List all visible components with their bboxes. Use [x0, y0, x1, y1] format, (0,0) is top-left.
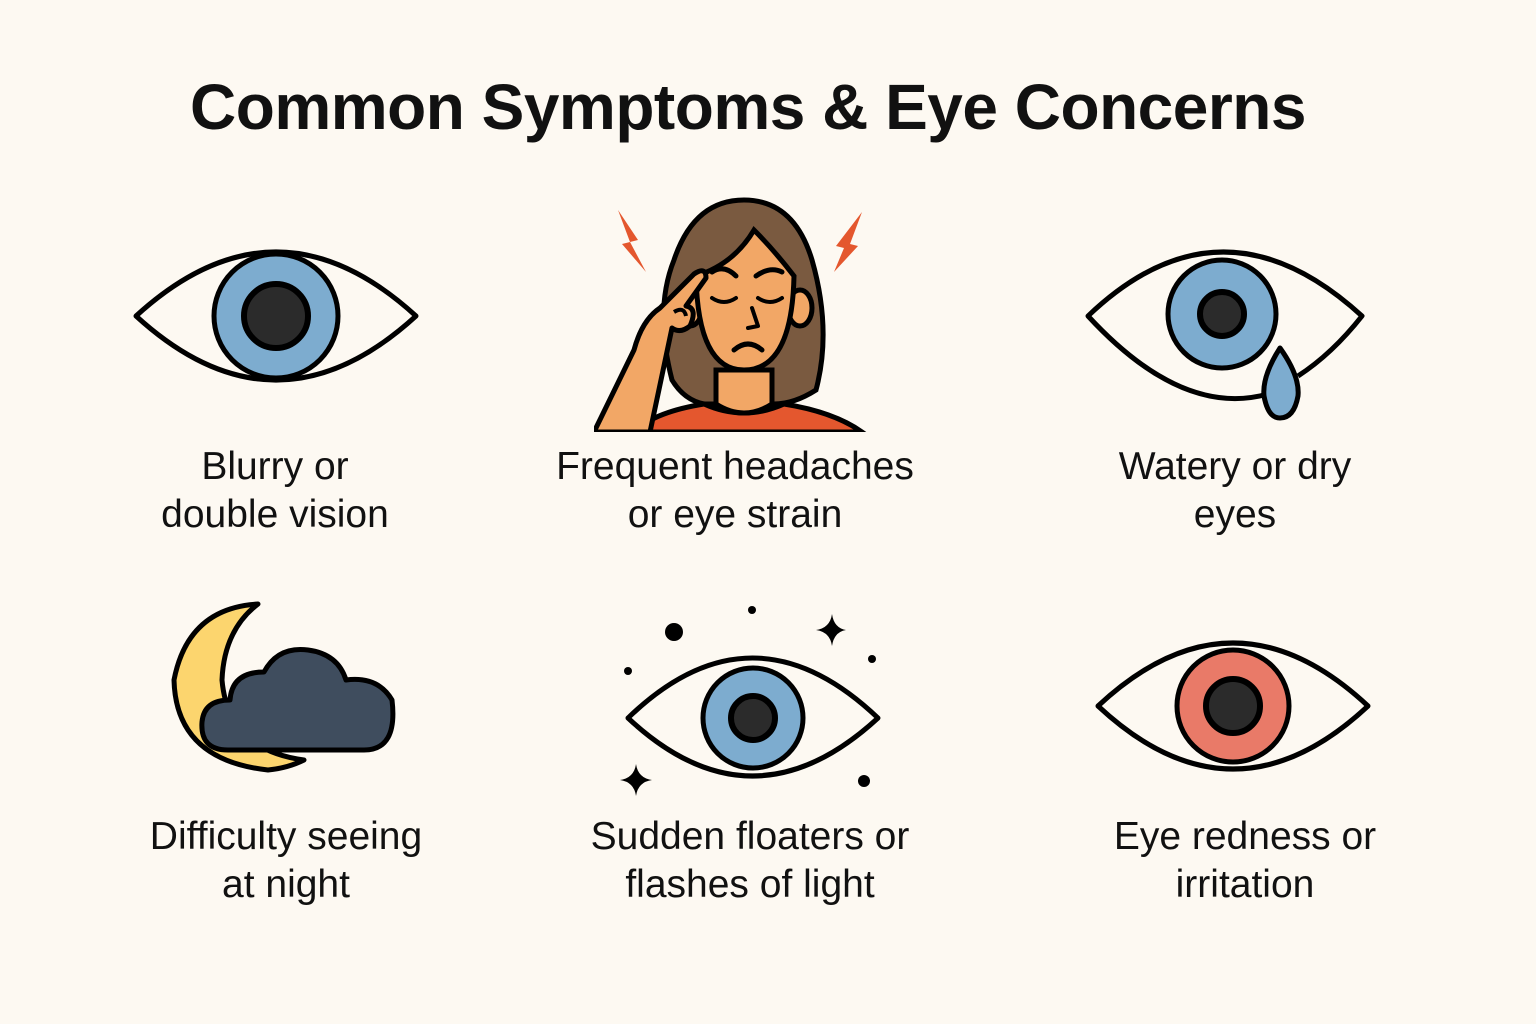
- tear-drop-icon: [1261, 345, 1301, 421]
- floater-dot-icon: [748, 606, 756, 614]
- headache-person-icon: [591, 190, 874, 437]
- cloud-icon: [199, 646, 396, 753]
- symptom-label: Eye redness or irritation: [1113, 815, 1377, 906]
- symptom-label: Watery or dry eyes: [1118, 445, 1352, 536]
- sparkle-icon: [620, 764, 652, 796]
- symptom-label: Sudden floaters or flashes of light: [590, 815, 910, 906]
- symptom-label: Blurry or double vision: [161, 445, 389, 536]
- moon-cloud-icon: [168, 600, 400, 781]
- eye-sparkles-icon: [610, 598, 890, 813]
- floater-dot-icon: [624, 667, 632, 675]
- teary-eye-icon: [1082, 228, 1368, 433]
- floater-dot-icon: [665, 623, 683, 641]
- floater-dot-icon: [858, 775, 870, 787]
- pain-bolt-icon: [834, 212, 862, 272]
- pain-bolt-icon: [618, 210, 646, 272]
- page-title: Common Symptoms & Eye Concerns: [190, 71, 1306, 143]
- red-eye-icon: [1092, 624, 1374, 797]
- eye-icon: [130, 228, 422, 413]
- symptom-label: Frequent headaches or eye strain: [556, 445, 914, 536]
- floater-dot-icon: [868, 655, 876, 663]
- symptom-label: Difficulty seeing at night: [149, 815, 423, 906]
- sparkle-icon: [816, 614, 846, 646]
